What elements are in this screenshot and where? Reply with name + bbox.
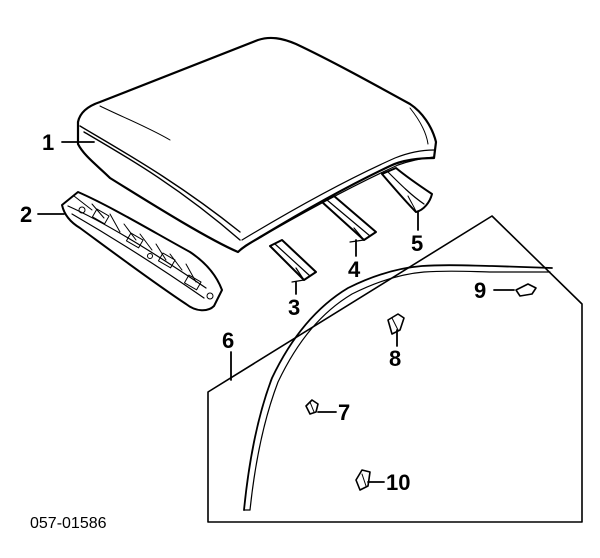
- callout-8: 8: [389, 346, 401, 371]
- callout-2: 2: [20, 202, 32, 227]
- callout-10: 10: [386, 470, 410, 495]
- roof-bow-front: [269, 239, 317, 283]
- clip-b: [387, 313, 405, 335]
- leader-lines: [37, 141, 515, 483]
- callout-labels: 1 2 3 4 5 6 7 8 9 10: [20, 130, 486, 495]
- roof-bow-middle: [321, 195, 377, 243]
- callout-3: 3: [288, 295, 300, 320]
- callout-7: 7: [338, 400, 350, 425]
- callout-9: 9: [474, 278, 486, 303]
- end-cap: [515, 283, 537, 297]
- callout-4: 4: [348, 257, 361, 282]
- callout-6: 6: [222, 328, 234, 353]
- callout-5: 5: [411, 231, 423, 256]
- clip-a: [305, 399, 319, 415]
- front-header-panel: [61, 191, 223, 312]
- roof-panel: [76, 36, 438, 254]
- drip-molding-kit: [207, 215, 583, 523]
- reference-code: 057-01586: [30, 515, 107, 532]
- roof-bow-rear: [381, 167, 433, 213]
- clip-c: [355, 469, 371, 491]
- callout-1: 1: [42, 130, 54, 155]
